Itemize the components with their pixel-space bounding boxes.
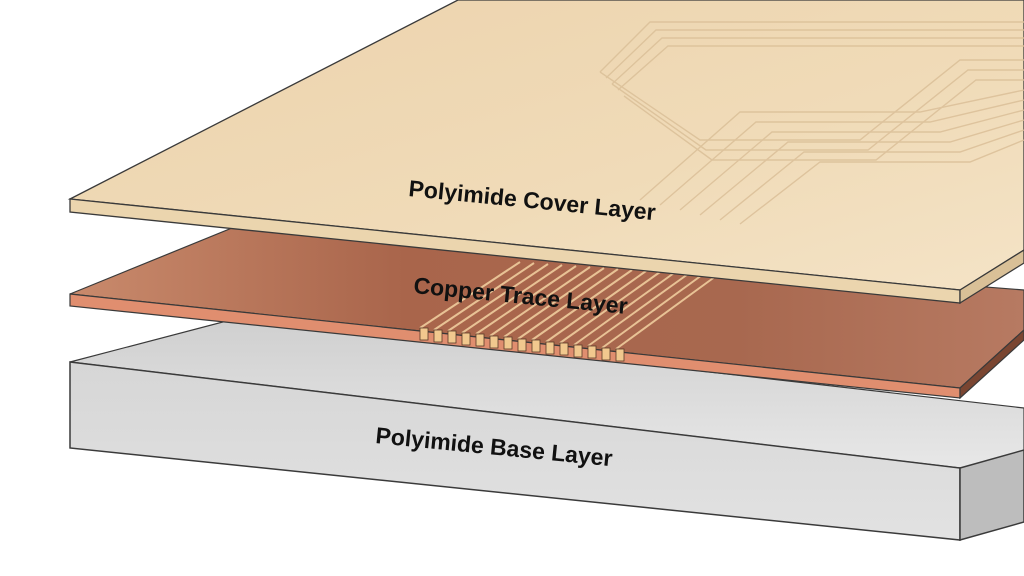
base-layer [69, 317, 1024, 541]
copper-trace-ends [419, 327, 625, 362]
base-layer-side-face [959, 449, 1024, 541]
copper-layer-side-edge [959, 329, 1024, 400]
copper-layer [69, 227, 1024, 400]
cover-trace-pattern [599, 21, 1024, 225]
copper-trace-field [419, 261, 717, 350]
cover-layer-side-edge [959, 249, 1024, 305]
cover-layer [67, 0, 1024, 305]
